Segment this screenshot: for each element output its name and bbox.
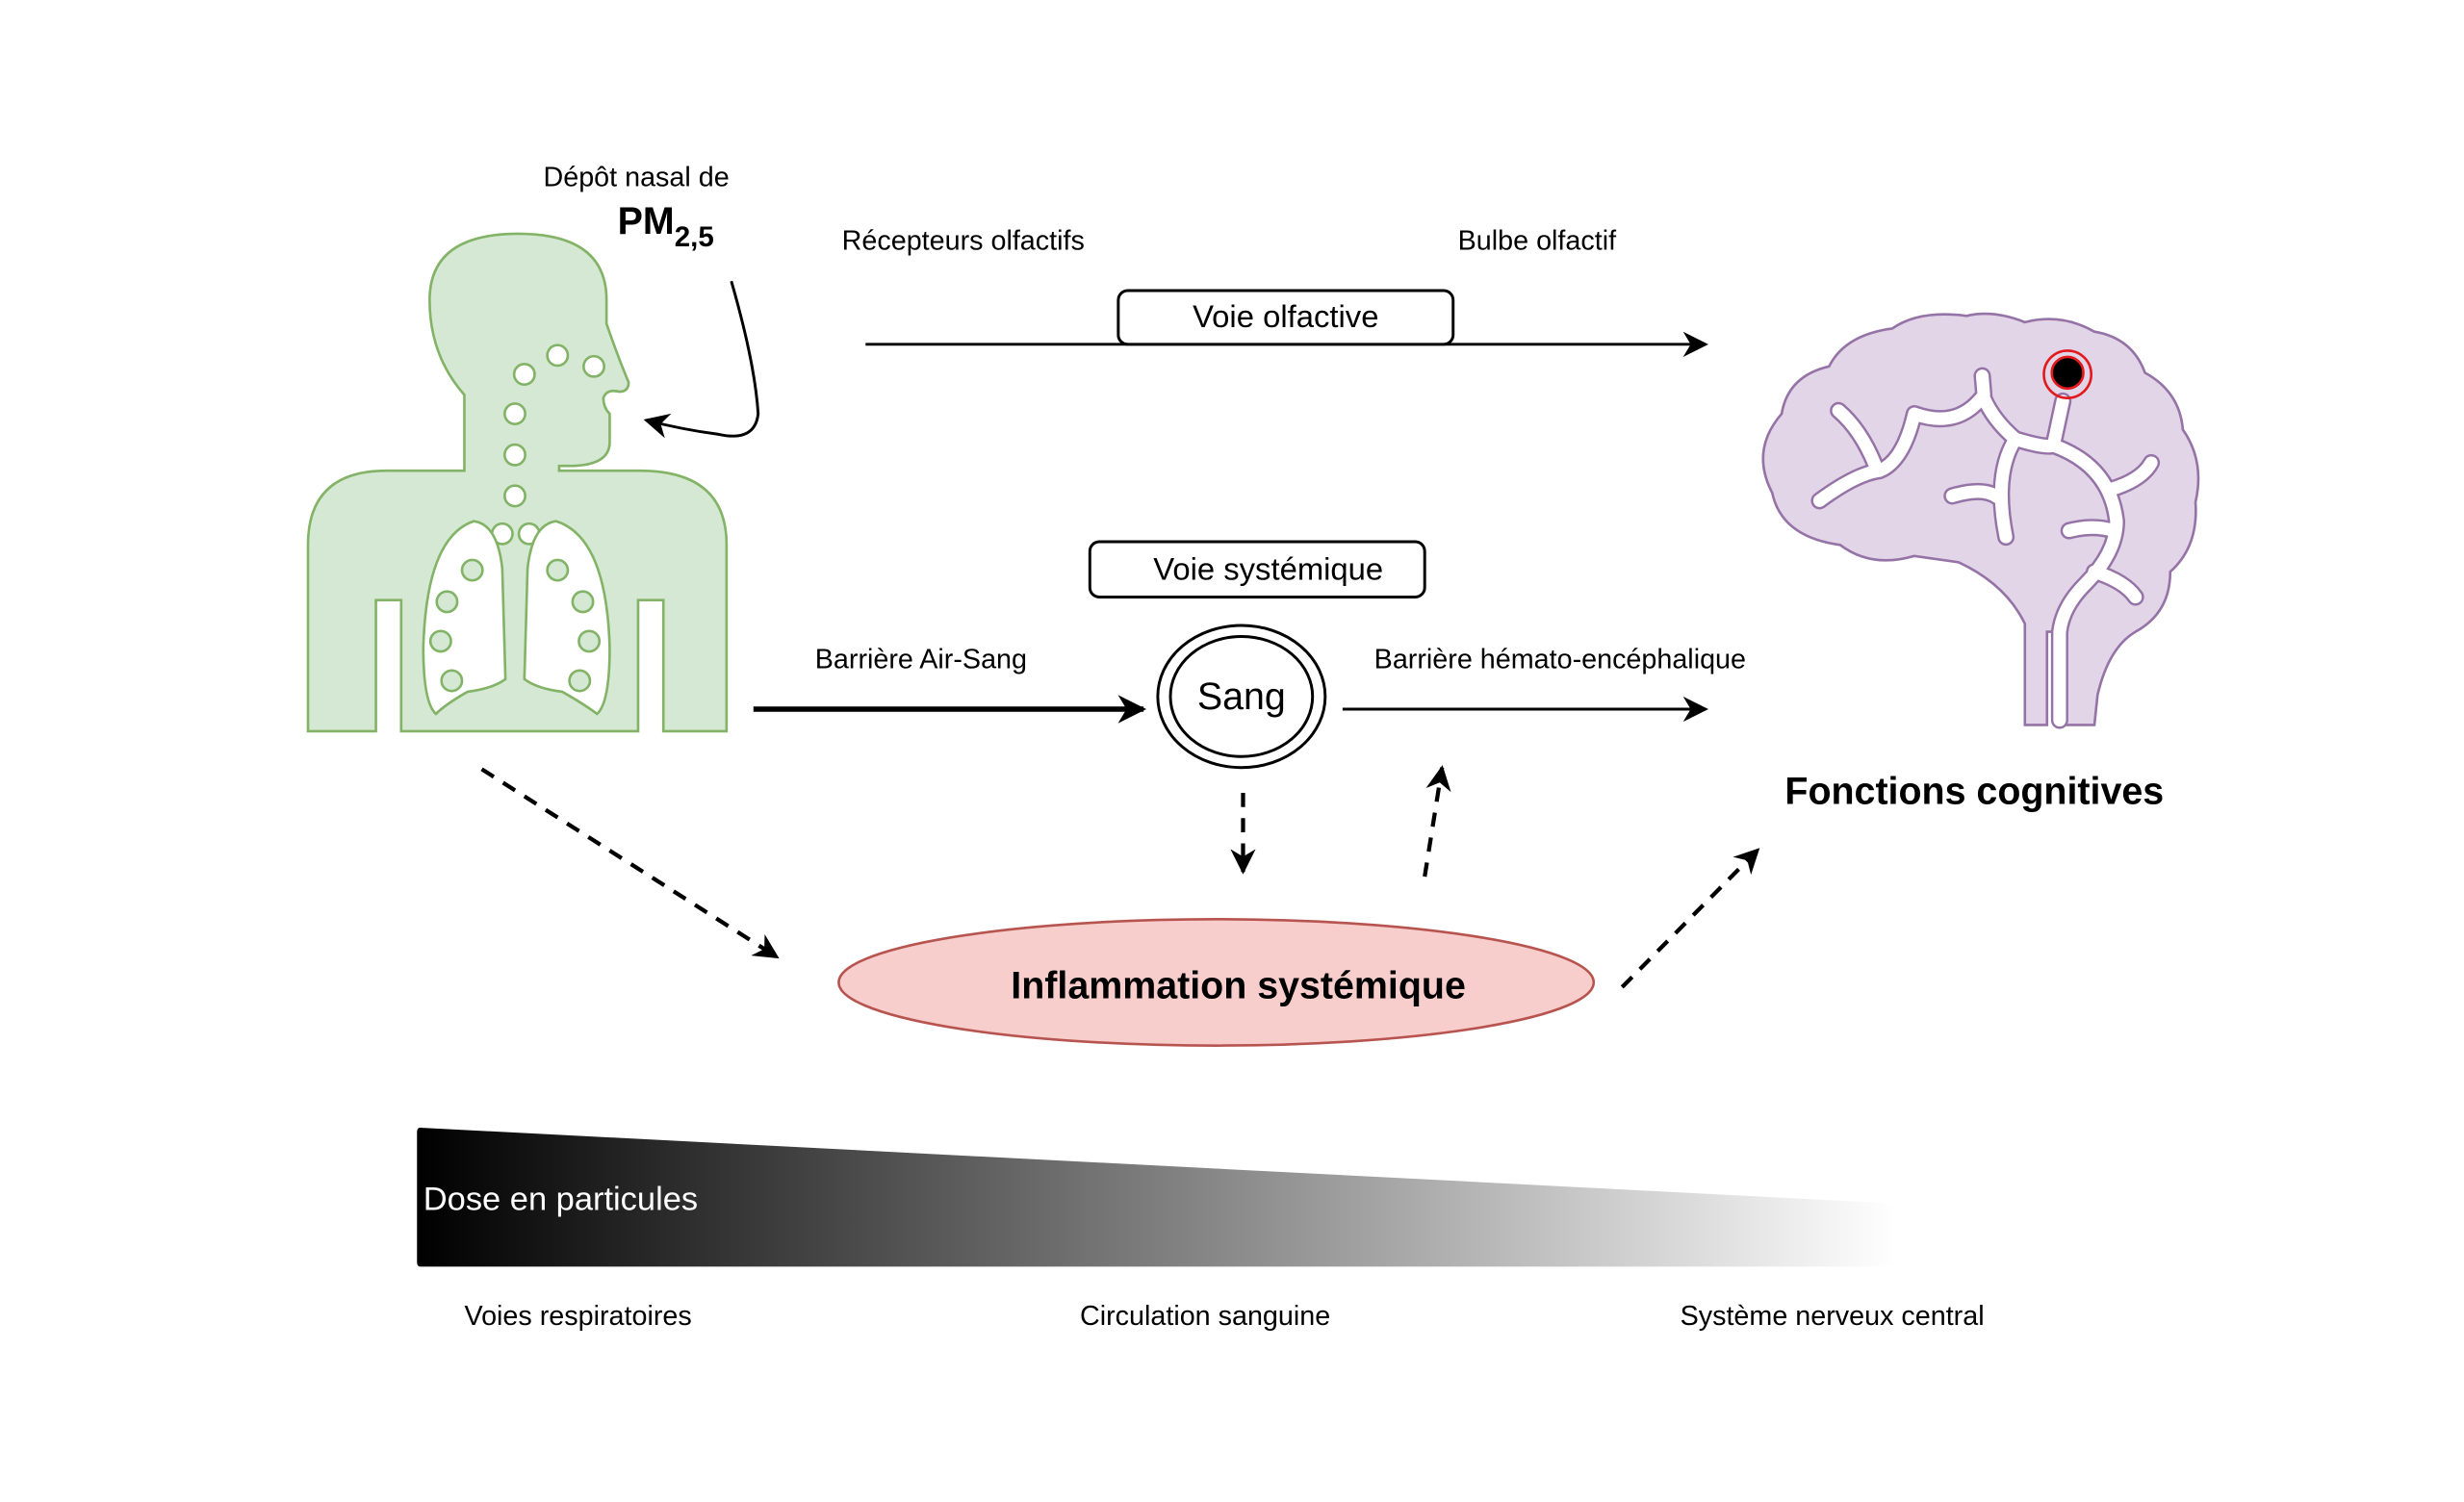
particle-dot (502, 484, 526, 508)
body-silhouette (306, 232, 729, 733)
pm25-label: PM2,5 (618, 200, 714, 253)
right-lung (523, 520, 611, 716)
olfactory-receptors-label: Récepteurs olfactifs (842, 225, 1085, 256)
particle-dot (502, 402, 526, 426)
particle-dot (460, 558, 484, 582)
dose-gradient-label: Dose en particules (424, 1181, 698, 1217)
brain-vessels (1810, 367, 2161, 729)
particle-dot (546, 344, 570, 368)
stage-label-cns: Système nerveux central (1681, 1301, 1985, 1332)
lesion-core (2050, 355, 2085, 391)
brain-silhouette (1761, 312, 2200, 726)
body-to-inflammation-arrow (480, 767, 780, 959)
particle-dot (568, 669, 592, 693)
particle-dot (435, 590, 459, 614)
systemic-path-box (1088, 540, 1426, 598)
nasal-deposit-label: Dépôt nasal de (544, 163, 730, 193)
particle-dot (502, 443, 526, 467)
particle-dot (428, 629, 452, 653)
particle-dot (578, 629, 602, 653)
air-blood-barrier-label: Barrière Air-Sang (815, 644, 1027, 675)
particle-dot (571, 590, 595, 614)
olfactory-bulb-label: Bulbe olfactif (1458, 225, 1617, 256)
blood-node-label: Sang (1197, 675, 1286, 718)
left-lung (422, 520, 507, 716)
olfactory-path-label: Voie olfactive (1193, 298, 1378, 334)
inflammation-to-cognition-arrow (1620, 848, 1760, 989)
inflammation-label: Inflammation systémique (1011, 964, 1466, 1006)
dose-gradient-bar (417, 1127, 1896, 1267)
lesion-ring (2042, 349, 2093, 399)
inflammation-ellipse (837, 917, 1596, 1047)
olfactory-path-box (1116, 289, 1455, 346)
stage-label-respiratory: Voies respiratoires (465, 1301, 692, 1332)
brain-icon (1761, 312, 2200, 729)
particle-dot (440, 669, 464, 693)
systemic-path-label: Voie systémique (1153, 550, 1383, 586)
cognitive-functions-label: Fonctions cognitives (1784, 770, 2164, 812)
inflammation-to-barrier-arrow (1423, 765, 1451, 878)
human-body-icon (306, 232, 729, 733)
particle-dot (512, 363, 536, 387)
blood-node (1156, 624, 1327, 770)
particle-dot (546, 558, 570, 582)
blood-brain-barrier-label: Barrière hémato-encéphalique (1374, 644, 1746, 675)
nasal-deposit-arrow (643, 280, 760, 439)
stage-label-bloodstream: Circulation sanguine (1080, 1301, 1330, 1332)
particle-dot (582, 354, 606, 378)
